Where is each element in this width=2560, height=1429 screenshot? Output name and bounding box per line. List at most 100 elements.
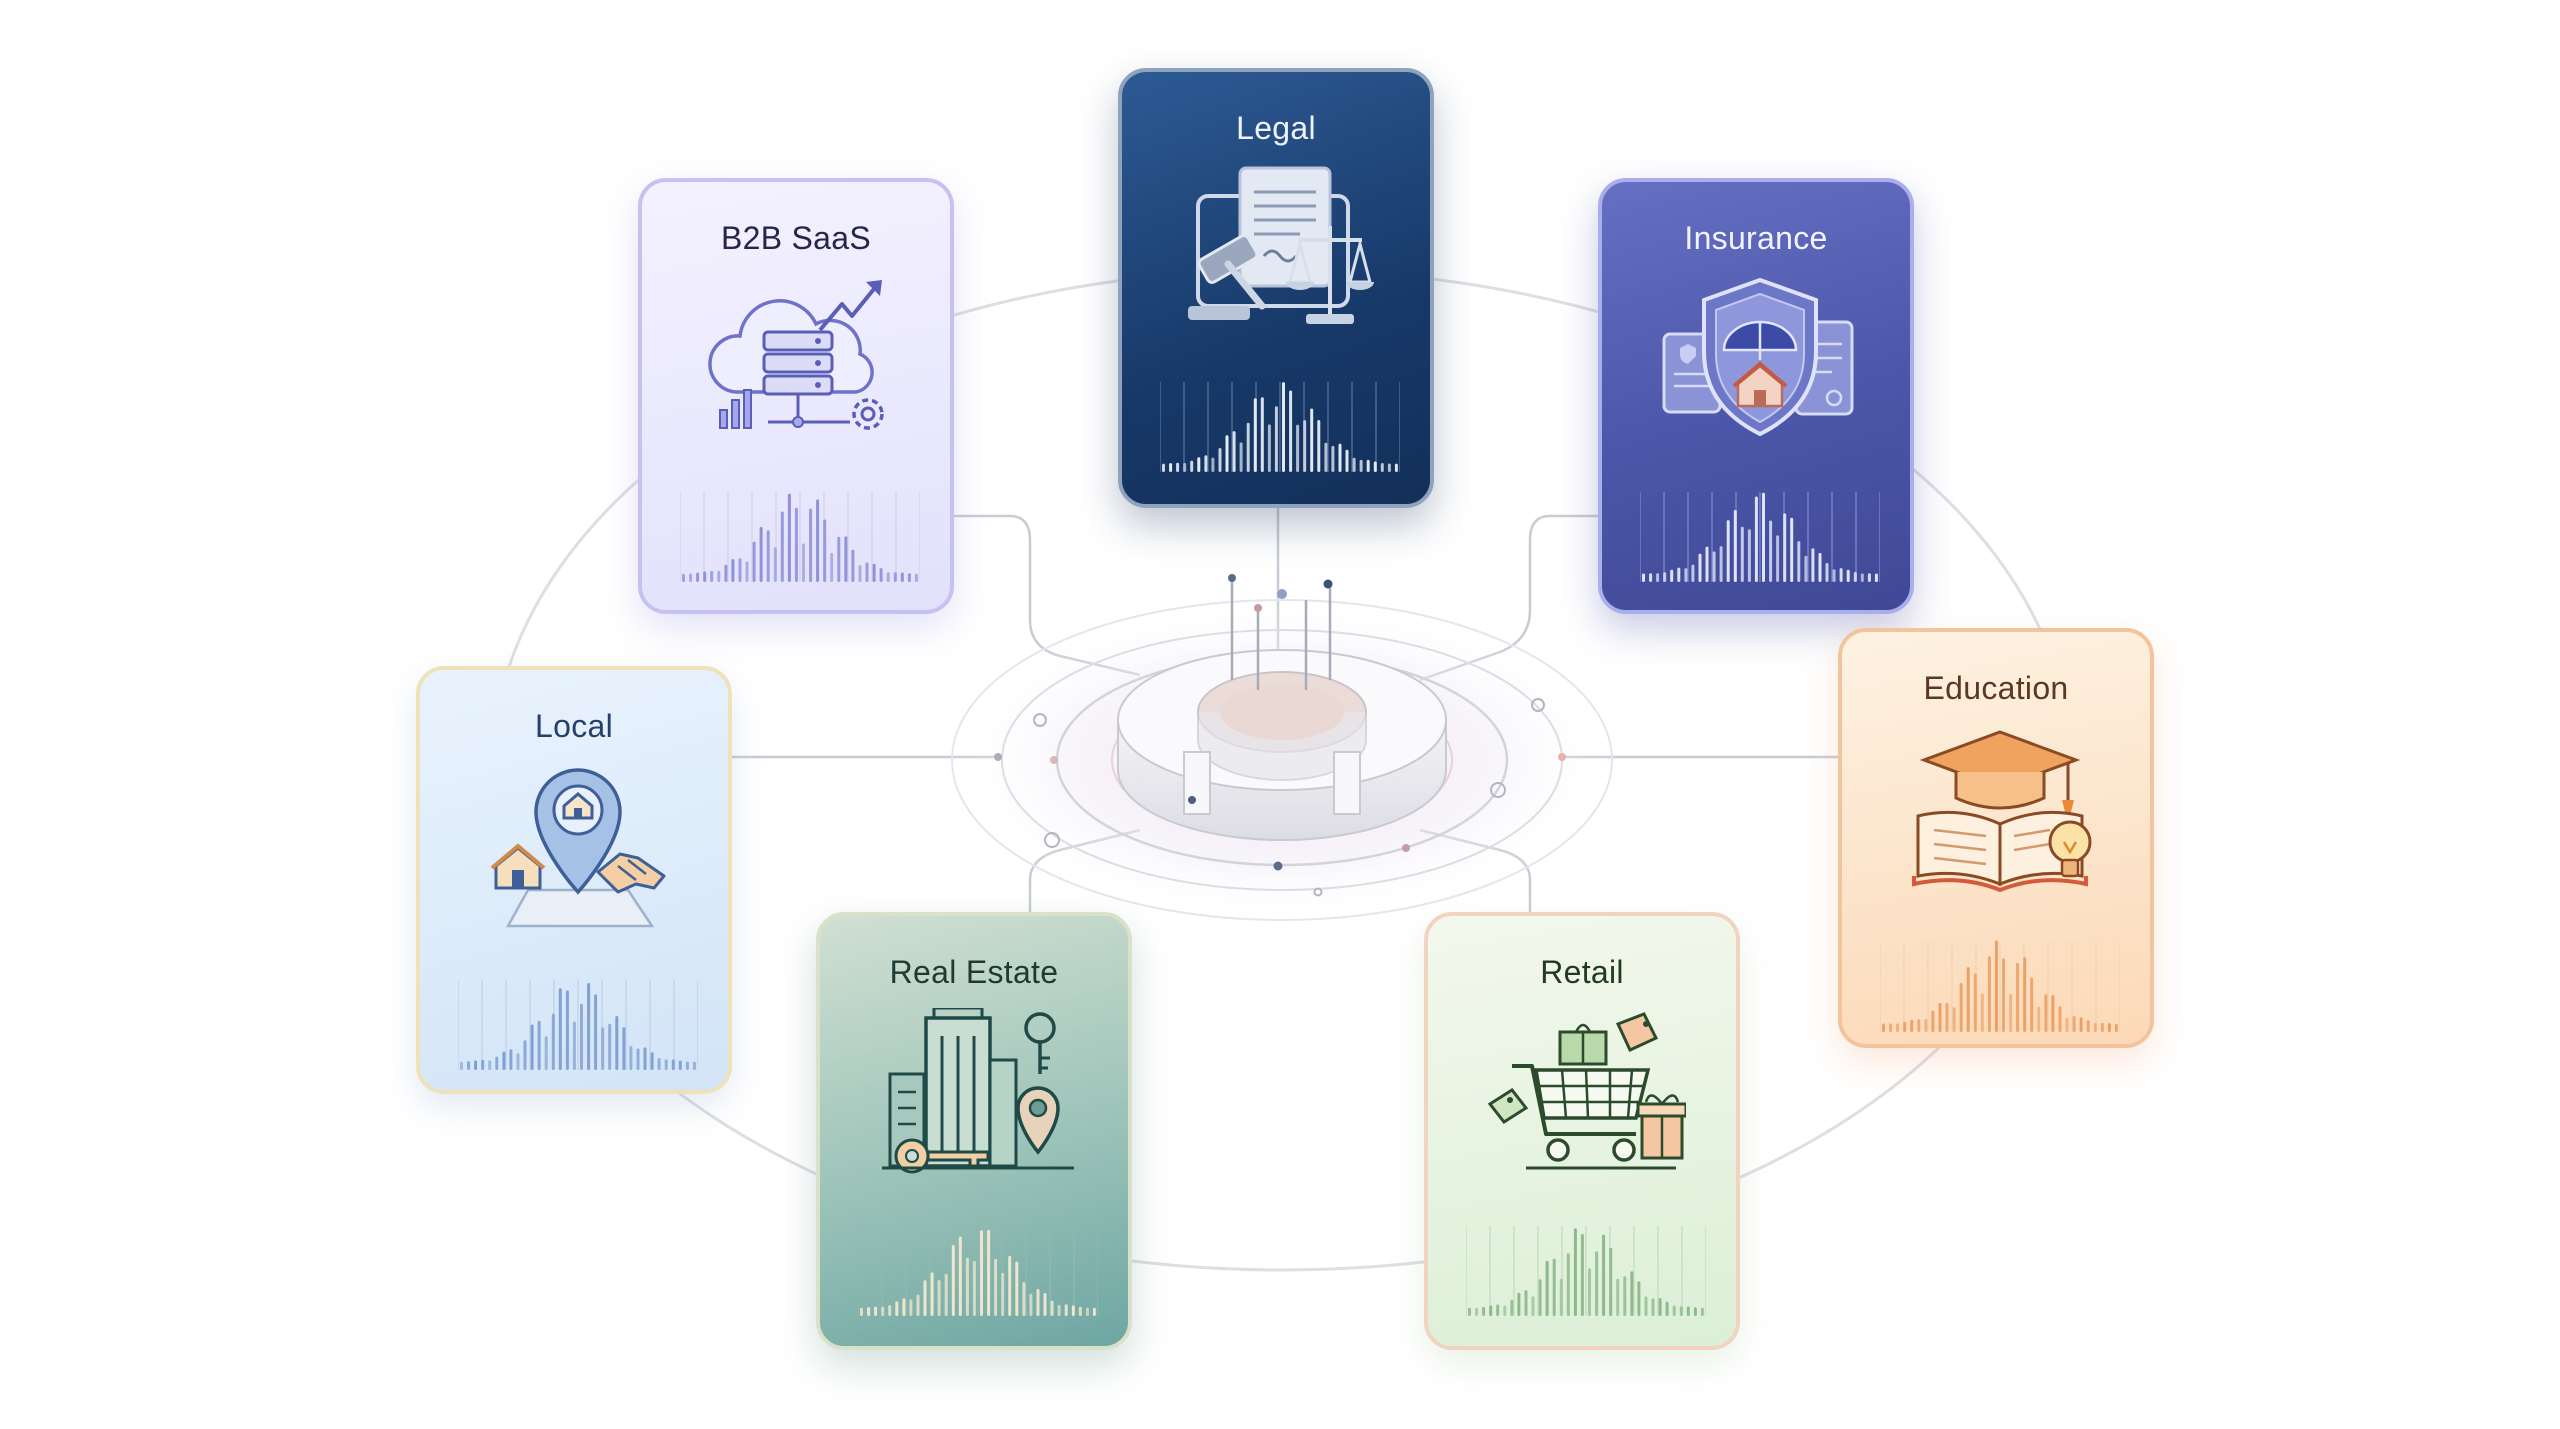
sparkline-bar: [678, 1060, 682, 1070]
sparkline-bar: [1672, 1305, 1676, 1316]
sparkline-bar: [580, 1003, 583, 1070]
sparkline-bar: [1994, 940, 1998, 1032]
sparkline-bar: [1468, 1307, 1471, 1316]
sparkline-bar: [481, 1059, 485, 1070]
sparkline-bar: [1740, 526, 1744, 582]
card-legal[interactable]: Legal: [1118, 68, 1434, 508]
sparkline-bar: [1693, 1307, 1697, 1316]
sparkline-bar: [1029, 1293, 1033, 1316]
sparkline-bar: [1602, 1234, 1606, 1316]
card-real-estate[interactable]: Real Estate: [816, 912, 1132, 1350]
sparkline-bar: [888, 1305, 892, 1316]
sparkline-bar: [965, 1257, 969, 1316]
sparkline-bar: [1616, 1278, 1620, 1316]
card-education[interactable]: Education: [1838, 628, 2154, 1048]
sparkline-bar: [1573, 1228, 1577, 1316]
sparkline-bar: [696, 572, 700, 582]
sparkline-bar: [1917, 1019, 1921, 1032]
sparkline-bar: [1489, 1305, 1493, 1316]
sparkline-bar: [1651, 1298, 1655, 1316]
sparkline-bar: [1324, 442, 1328, 472]
sparkline-bar: [759, 526, 763, 582]
sparkline-bar: [1211, 457, 1215, 472]
sparkline-bar: [879, 568, 883, 582]
sparkline-bar: [516, 1053, 520, 1070]
sparkline-bar: [1832, 569, 1836, 582]
sparkline-bar: [1232, 431, 1236, 472]
sparkline-bar: [2009, 994, 2013, 1032]
sparkline-bar: [1225, 435, 1229, 472]
sparkline-bar: [1204, 455, 1208, 472]
sparkline-bar: [717, 570, 721, 582]
sparkline-bar: [2002, 958, 2005, 1032]
sparkline-bar: [2114, 1023, 2118, 1032]
sparkline-bar: [1686, 1306, 1690, 1316]
sparkline-bar: [2030, 977, 2034, 1032]
sparkline-bar: [1085, 1307, 1089, 1316]
card-b2b-saas[interactable]: B2B SaaS: [638, 178, 954, 614]
sparkline-bar: [1050, 1300, 1054, 1316]
sparkline-bar: [1846, 569, 1850, 582]
sparkline-bar: [2037, 1006, 2041, 1032]
sparkline-bar: [980, 1230, 983, 1316]
sparkline-bar: [689, 573, 693, 582]
sparkline-bar: [594, 994, 598, 1070]
sparkline-bar: [1078, 1306, 1082, 1316]
sparkline-bar: [1303, 420, 1307, 472]
sparkline-bar: [2016, 962, 2020, 1032]
card-retail[interactable]: Retail: [1424, 912, 1740, 1350]
sparkline-bar: [657, 1058, 661, 1070]
sparkline-bar: [1317, 420, 1321, 472]
sparkline-bar: [1656, 573, 1660, 582]
sparkline-bar: [1496, 1304, 1500, 1316]
card-title-local: Local: [535, 708, 613, 744]
sparkline-bar: [537, 1020, 541, 1070]
sparkline-bar: [1503, 1305, 1507, 1316]
card-local[interactable]: Local: [416, 666, 732, 1094]
building-key-icon: [882, 1008, 1074, 1174]
sparkline-bar: [488, 1060, 492, 1070]
sparkline-bar: [685, 1061, 689, 1070]
sparkline-bar: [1552, 1258, 1556, 1316]
sparkline-bar: [629, 1046, 633, 1070]
map-pin-handshake-icon: [490, 768, 666, 928]
sparkline-bar: [2023, 957, 2027, 1032]
sparkline-bar: [622, 1027, 626, 1070]
sparkline-bar: [860, 1307, 863, 1316]
sparkline-bar: [914, 573, 918, 582]
sparkline-bar: [502, 1051, 506, 1070]
sparkline-bar: [1282, 382, 1285, 472]
sparkline-bar: [1538, 1279, 1542, 1316]
sparkline-bar: [1769, 520, 1773, 582]
sparkline-bar: [1057, 1304, 1061, 1316]
sparkline-bar: [1566, 1253, 1570, 1316]
sparkline-bar: [1609, 1247, 1613, 1316]
sparkline-bar: [1169, 463, 1173, 472]
sparkline-bar: [874, 1306, 878, 1316]
sparkline-bar: [1517, 1292, 1521, 1316]
sparkline-bar: [565, 990, 569, 1070]
sparkline-bar: [509, 1049, 513, 1070]
shopping-cart-icon: [1487, 1012, 1686, 1170]
sparkline-bar: [958, 1236, 962, 1316]
sparkline-bar: [1938, 1002, 1942, 1032]
sparkline-bar: [1684, 568, 1688, 582]
sparkline-bar: [1162, 463, 1165, 472]
sparkline-bar: [895, 1301, 899, 1316]
sparkline-bar: [1952, 1007, 1956, 1032]
bar-sparkline: [1466, 1226, 1706, 1316]
sparkline-bar: [1036, 1288, 1040, 1316]
sparkline-bar: [2058, 1006, 2062, 1032]
sparkline-bar: [1588, 1268, 1591, 1316]
card-insurance[interactable]: Insurance: [1598, 178, 1914, 614]
sparkline-bar: [1338, 443, 1342, 472]
sparkline-bar: [1754, 496, 1758, 582]
sparkline-bar: [1387, 463, 1391, 472]
sparkline-bar: [724, 564, 728, 582]
sparkline-bar: [1197, 457, 1201, 472]
sparkline-bar: [1719, 546, 1723, 582]
cloud-server-icon: [708, 280, 884, 430]
sparkline-bar: [1811, 548, 1815, 582]
umbrella-shield-icon: [1662, 277, 1854, 437]
